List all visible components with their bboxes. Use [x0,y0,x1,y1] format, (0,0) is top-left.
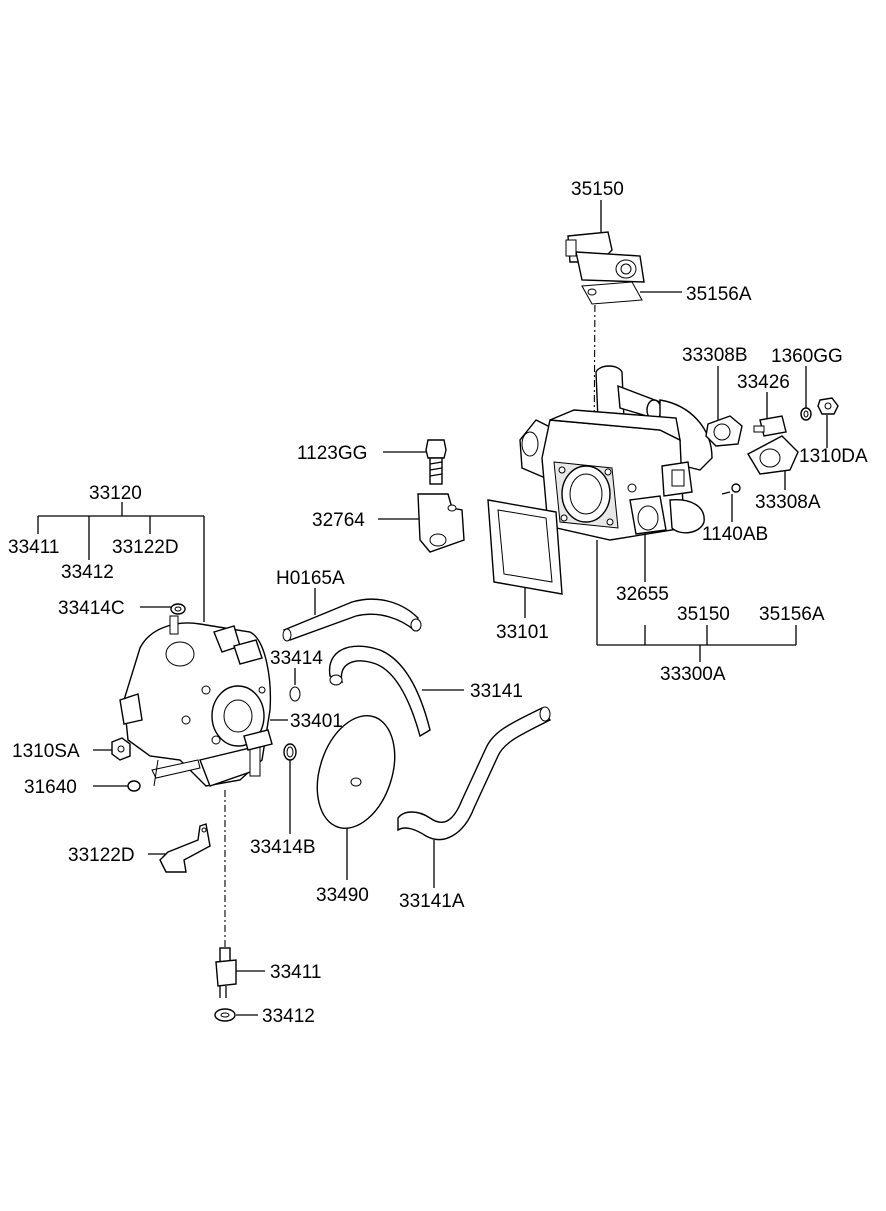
screw-1140AB [721,483,741,495]
washer-33412 [214,1008,236,1022]
label-33122D-bottom: 33122D [68,845,135,866]
label-33101: 33101 [496,622,549,643]
label-35150-top: 35150 [571,179,624,200]
label-33414B: 33414B [250,837,316,858]
label-33411-bottom: 33411 [270,962,321,983]
o-ring-33414 [289,686,301,702]
part-labels: 35150 35156A 33308B 1360GG 33426 1310DA … [8,179,868,1027]
hose-33141 [328,645,431,738]
label-1140AB: 1140AB [702,524,768,545]
valve-33411 [215,947,237,998]
gasket-33101 [487,499,563,595]
label-33490: 33490 [316,885,369,906]
bolt-1123GG [425,439,447,485]
label-33401: 33401 [290,711,343,732]
label-35150-group: 35150 [677,604,730,625]
plug-31640 [127,780,141,792]
nut-1310DA [817,397,839,415]
label-33414C: 33414C [58,598,125,619]
label-33120: 33120 [89,483,142,504]
label-31640: 31640 [24,777,77,798]
bracket-33122D [159,823,211,873]
bracket-32764 [417,493,465,553]
label-1360GG: 1360GG [771,346,843,367]
washer-1360GG [800,407,812,421]
label-1310SA: 1310SA [12,741,80,762]
label-33308A: 33308A [755,492,821,513]
hose-H0165A [282,598,422,642]
label-32764: 32764 [312,510,365,531]
label-33412-top: 33412 [61,562,114,583]
sensor-33426 [753,415,787,437]
label-35156A-group: 35156A [759,604,825,625]
label-33308B: 33308B [682,345,748,366]
label-1310DA: 1310DA [799,446,868,467]
throttle-body [519,365,713,541]
label-33426: 33426 [737,372,790,393]
label-33411-top: 33411 [8,537,59,558]
label-H0165A: H0165A [276,568,345,589]
label-35156A-top: 35156A [686,284,752,305]
label-1123GG: 1123GG [297,443,367,464]
nut-1310SA [111,737,131,761]
label-32655: 32655 [616,584,669,605]
housing-33308A [747,435,799,475]
label-33122D-top: 33122D [112,537,179,558]
vaporizer-33120 [119,615,273,787]
gasket-35156A [581,281,643,305]
o-ring-33414C [170,603,186,615]
label-33414: 33414 [270,648,323,669]
hose-33141A [397,706,552,841]
idle-speed-valve-35150 [565,231,645,283]
disc-33490 [316,715,396,829]
housing-33308B [705,415,743,447]
label-33141A: 33141A [399,891,465,912]
o-ring-33414B [283,743,297,761]
label-33300A: 33300A [660,664,726,685]
label-33141: 33141 [470,681,523,702]
label-33412-bottom: 33412 [262,1006,315,1027]
